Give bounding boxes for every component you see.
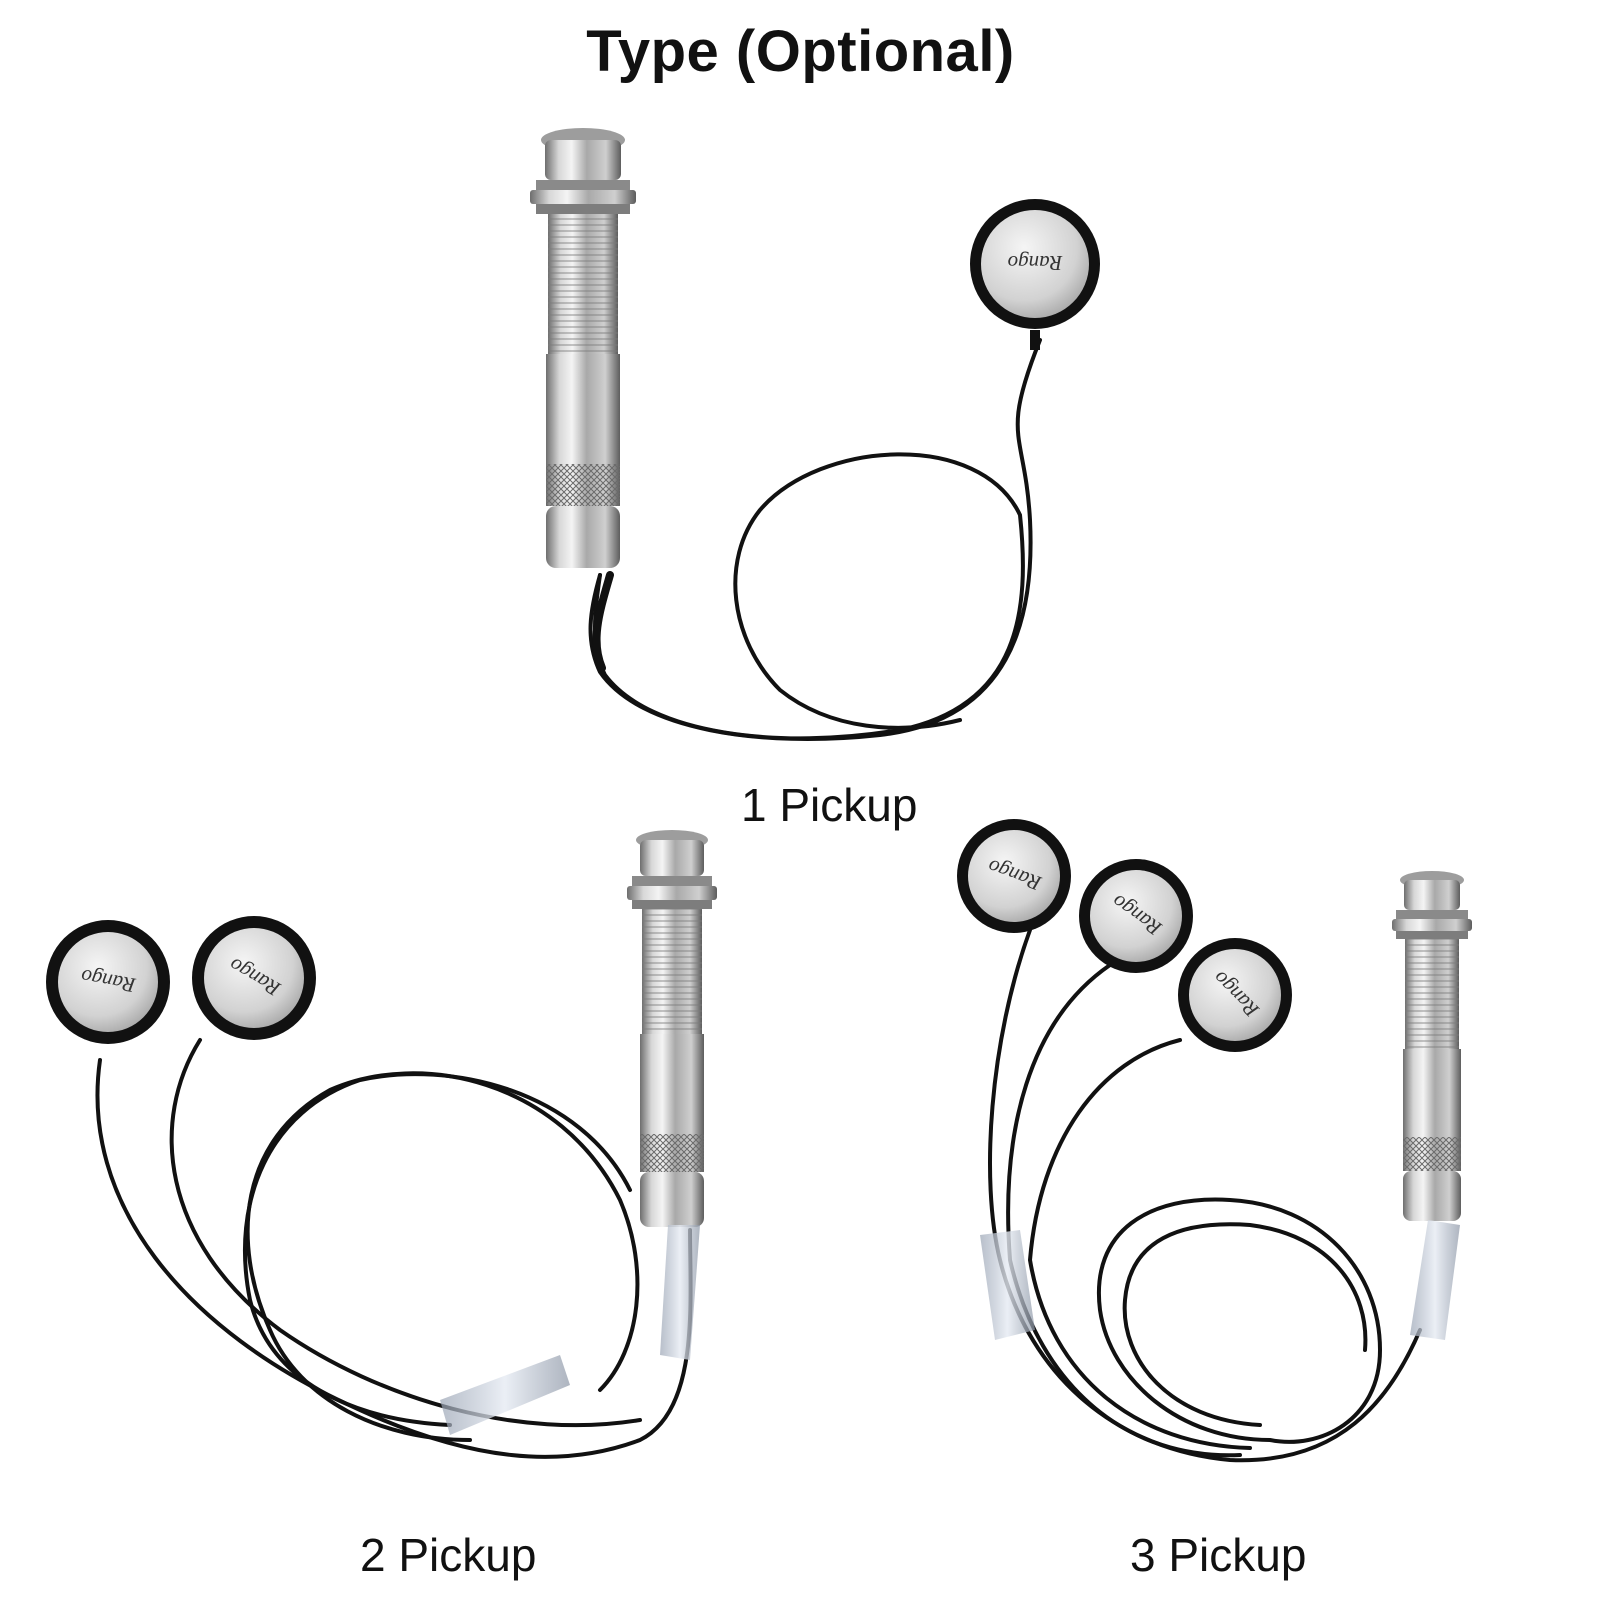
pickup-disc: Rango <box>1178 938 1292 1052</box>
output-jack <box>1392 871 1472 1221</box>
heat-shrink-sleeve <box>440 1225 700 1435</box>
output-jack <box>530 128 636 568</box>
pickup-disc: Rango <box>957 819 1071 933</box>
one-pickup-set: Rango <box>530 128 1100 741</box>
pickup-disc: Rango <box>1079 859 1193 973</box>
output-jack <box>627 830 717 1227</box>
pickup-brand-text: Rango <box>1008 251 1064 275</box>
pickup-disc: Rango <box>46 920 170 1044</box>
cable <box>95 1038 693 1459</box>
option-label-3-pickup: 3 Pickup <box>1130 1529 1307 1581</box>
option-label-2-pickup: 2 Pickup <box>360 1529 537 1581</box>
pickup-disc: Rango <box>970 199 1100 329</box>
two-pickup-set: Rango Rango <box>46 830 717 1459</box>
three-pickup-set: Rango Rango Rango <box>957 819 1472 1463</box>
heat-shrink-sleeve <box>980 1220 1460 1340</box>
pickup-disc: Rango <box>192 916 316 1040</box>
option-label-1-pickup: 1 Pickup <box>741 779 918 831</box>
page-title: Type (Optional) <box>586 19 1015 84</box>
cable <box>588 338 1042 741</box>
